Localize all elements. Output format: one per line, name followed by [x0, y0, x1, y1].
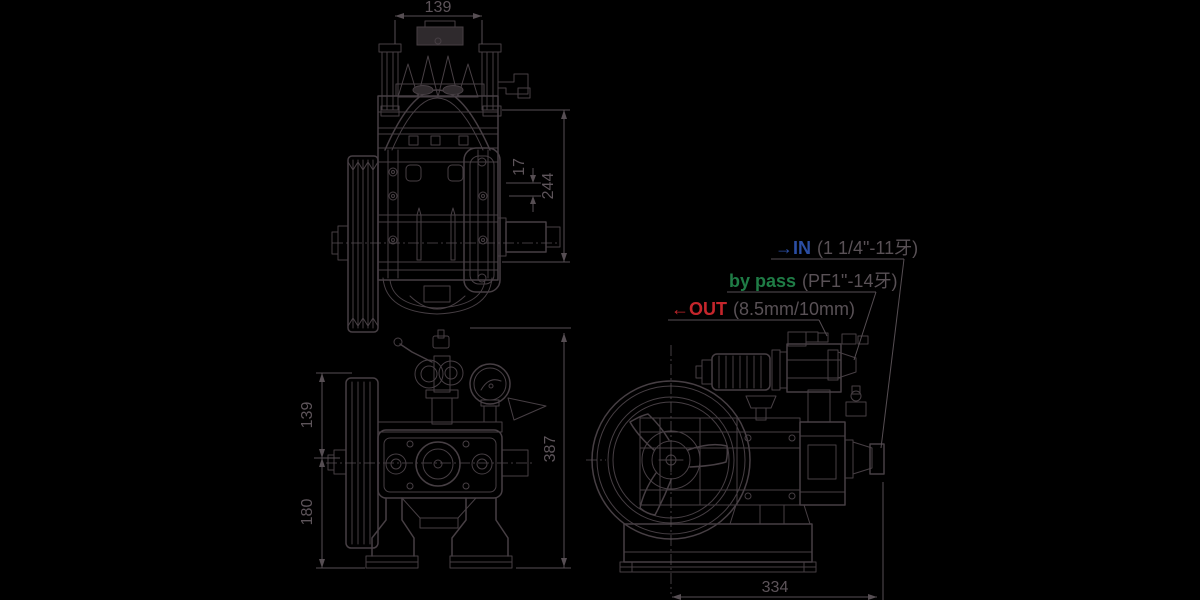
mount-legs [365, 497, 513, 569]
out-leader-line [818, 319, 828, 337]
port-label-out: ←OUT (8.5mm/10mm) [668, 299, 855, 337]
out-label-spec: (8.5mm/10mm) [733, 299, 855, 319]
bearing-housing [463, 147, 561, 293]
bypass-label-name: by pass [729, 271, 796, 291]
side-view [326, 329, 547, 569]
side-body [377, 421, 529, 499]
dim-text-base-width: 334 [762, 579, 789, 596]
pressure-gauge [469, 363, 547, 423]
bypass-fitting [827, 333, 869, 381]
crankcase-front [377, 83, 499, 315]
front-pulley [331, 155, 379, 333]
in-leader-line [880, 258, 905, 449]
dim-text-side-upper: 139 [299, 402, 316, 429]
in-label-name: →IN [775, 238, 811, 258]
valve-assembly [745, 343, 842, 423]
out-label-text: ←OUT (8.5mm/10mm) [671, 299, 855, 319]
in-assembly [844, 385, 885, 479]
regulator [393, 329, 464, 425]
dim-side-stack: 139 180 [299, 372, 365, 569]
port-label-bypass: by pass (PF1"-14牙) [727, 271, 897, 361]
port-label-in: →IN (1 1/4"-11牙) [771, 238, 918, 449]
bypass-label-spec: (PF1"-14牙) [802, 271, 897, 291]
dim-side-total: 387 [470, 327, 571, 569]
dim-base-width: 334 [672, 482, 884, 600]
dim-front-width: 139 [394, 0, 483, 44]
dim-text-side-total: 387 [542, 436, 559, 463]
air-chamber [695, 353, 771, 391]
in-label-text: →IN (1 1/4"-11牙) [775, 238, 918, 258]
out-label-name: ←OUT [671, 299, 727, 319]
flywheel-spokes [629, 413, 729, 516]
top-cap [416, 26, 464, 46]
flywheel-view [586, 331, 885, 594]
base-plate [619, 504, 817, 573]
dim-text-front-height: 244 [540, 173, 557, 200]
dim-text-front-width: 139 [425, 0, 452, 16]
out-fitting [787, 331, 829, 347]
dim-text-front-offset: 17 [511, 158, 528, 176]
dim-front-offset: 17 [506, 158, 541, 212]
bypass-label-text: by pass (PF1"-14牙) [729, 271, 897, 291]
dim-text-side-lower: 180 [299, 499, 316, 526]
bypass-leader-line [853, 291, 877, 361]
dim-front-height: 244 [502, 109, 570, 263]
in-label-spec: (1 1/4"-11牙) [817, 238, 918, 258]
support-columns [378, 43, 531, 117]
arch-truss [384, 37, 491, 151]
front-view [331, 20, 561, 333]
